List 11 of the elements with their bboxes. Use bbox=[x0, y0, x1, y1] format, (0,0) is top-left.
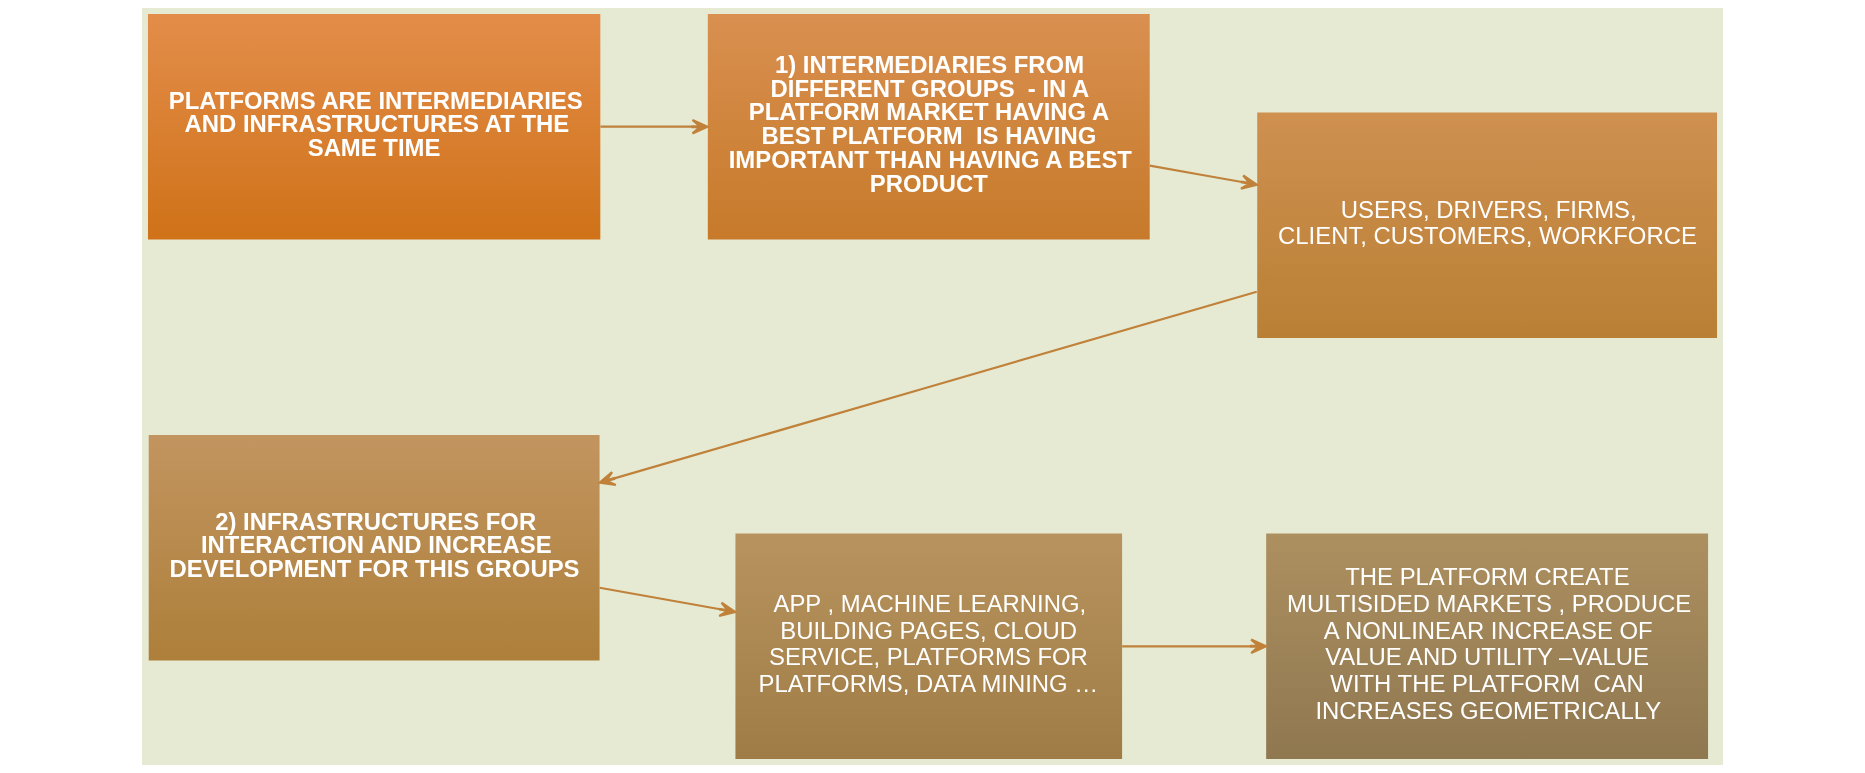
node-box: 2) INFRASTRUCTURES FOR INTERACTION AND INCREASE DEVELOPMENT FOR THIS GROUPS bbox=[148, 435, 600, 661]
arrow bbox=[598, 290, 1258, 487]
node-box: APP , MACHINE LEARNING, BUILDING PAGES, CLOUD SERVICE, PLATFORMS FOR PLATFORMS, DATA MINING … bbox=[735, 533, 1123, 759]
arrow bbox=[1122, 638, 1268, 655]
arrow bbox=[600, 118, 709, 135]
arrow bbox=[1149, 164, 1258, 190]
node-box: 1) INTERMEDIARIES FROM DIFFERENT GROUPS - IN A PLATFORM MARKET HAVING A BEST PLATFORM IS HAVING IMPORTANT THAN HAVING A BEST PRODUCT bbox=[707, 14, 1150, 240]
node-box: USERS, DRIVERS, FIRMS, CLIENT, CUSTOMERS, WORKFORCE bbox=[1257, 112, 1718, 338]
arrow bbox=[599, 586, 737, 618]
node-box: PLATFORMS ARE INTERMEDIARIES AND INFRASTRUCTURES AT THE SAME TIME bbox=[147, 14, 601, 240]
node-box: THE PLATFORM CREATE MULTISIDED MARKETS , PRODUCE A NONLINEAR INCREASE OF VALUE AND UTILITY –VALUE WITH THE PLATFORM CAN INCREASES GEOMETRICALLY bbox=[1266, 533, 1709, 759]
